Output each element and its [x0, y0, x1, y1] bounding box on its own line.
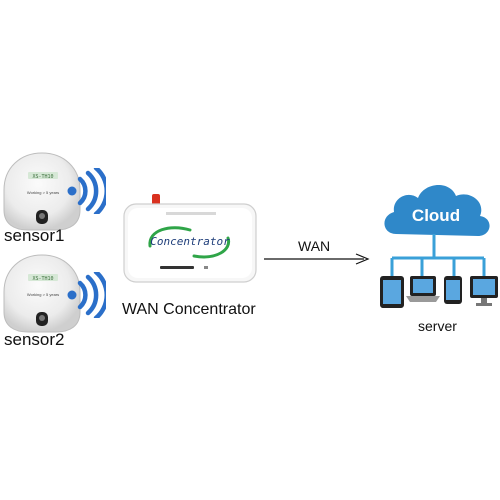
sensor2-life-text: Working > 5 years: [27, 292, 59, 297]
sensor1-life-text: Working > 5 years: [27, 190, 59, 195]
laptop-icon: [406, 276, 440, 302]
network-lines: [390, 234, 486, 276]
sensor1-device: XS-TH10 Working > 5 years: [0, 150, 84, 234]
sensor2-label: sensor2: [4, 330, 65, 349]
cloud-network: Cloud: [376, 172, 500, 322]
server-label: server: [418, 318, 457, 334]
sensor2-wifi-icon: [66, 269, 109, 321]
sensor1-model-text: XS-TH10: [32, 174, 53, 180]
concentrator-device: Concentrator: [120, 190, 260, 290]
concentrator-screen-text: Concentrator: [150, 235, 230, 248]
monitor-icon: [470, 276, 498, 306]
sensor1-label: sensor1: [4, 226, 65, 245]
wan-arrow: [264, 252, 372, 266]
sensor1-wifi-icon: [66, 165, 109, 217]
sensor2-device: XS-TH10 Working > 5 years: [0, 252, 84, 336]
wan-label: WAN: [298, 238, 331, 254]
cloud-label: Cloud: [412, 206, 460, 225]
cloud-icon: Cloud: [384, 184, 490, 236]
sensor2-model-text: XS-TH10: [32, 276, 53, 282]
phone-icon: [444, 276, 462, 304]
tablet-icon: [380, 276, 404, 308]
concentrator-label: WAN Concentrator: [122, 301, 256, 318]
